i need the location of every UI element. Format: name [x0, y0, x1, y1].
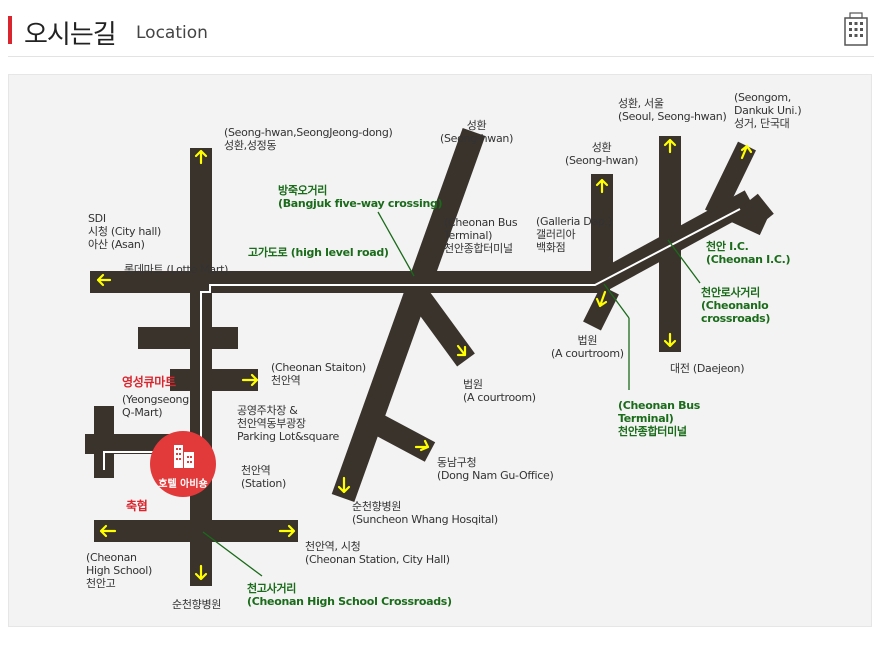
label-yeongseong-en: (Yeongseong Q-Mart): [122, 393, 189, 419]
label-cheonan-station-top: (Cheonan Staiton) 천안역: [271, 361, 366, 387]
label-dongnam: 동남구청 (Dong Nam Gu-Office): [437, 456, 554, 482]
label-seonghwan-seoul: 성환, 서울 (Seoul, Seong-hwan): [618, 97, 727, 123]
page-title: 오시는길: [24, 20, 117, 50]
hotel-name: 호텔 아비숑: [158, 479, 208, 490]
label-high-level-road: 고가도로 (high level road): [248, 246, 389, 259]
label-seongom: (Seongom, Dankuk Uni.) 성거, 단국대: [734, 91, 802, 130]
label-terminal-lower: (Cheonan Bus Terminal) 천안종합터미널: [618, 399, 701, 438]
label-seonghwan-seongjeong: (Seong-hwan,SeongJeong-dong) 성환,성정동: [224, 126, 393, 152]
label-seonghwan-top: 성환 (Seong-hwan): [440, 119, 514, 145]
direction-arrows: [96, 138, 753, 581]
label-station: 천안역 (Station): [241, 464, 286, 490]
label-parking: 공영주차장 & 천안역동부광장 Parking Lot&square: [237, 404, 339, 443]
label-suncheon-center: 순천향병원 (Suncheon Whang Hosqital): [352, 500, 498, 526]
label-court-center: 법원 (A courtroom): [463, 378, 536, 404]
page-subtitle: Location: [136, 23, 208, 43]
hotel-marker[interactable]: 호텔 아비숑: [150, 431, 216, 497]
leader-lines: [202, 211, 701, 577]
label-suncheon-bottom: 순천향병원: [172, 598, 222, 611]
route-line: [103, 208, 741, 470]
label-station-cityhall: 천안역, 시청 (Cheonan Station, City Hall): [305, 540, 450, 566]
label-chukhyeop: 축협: [126, 499, 148, 513]
label-lotte-mart: 롯데마트 (Lotte Mart): [124, 263, 229, 276]
label-seonghwan-mid: 성환 (Seong-hwan): [565, 141, 639, 167]
label-cheonanro: 천안로사거리 (Cheonanlo crossroads): [701, 286, 771, 325]
label-cheongo: 천고사거리 (Cheonan High School Crossroads): [247, 582, 452, 608]
label-court-right: 법원 (A courtroom): [551, 334, 624, 360]
hotel-building-icon: [174, 445, 194, 468]
label-bangjuk: 방죽오거리 (Bangjuk five-way crossing): [278, 184, 443, 210]
label-daejeon: 대전 (Daejeon): [670, 362, 745, 375]
label-sdi-asan: SDI 시청 (City hall) 아산 (Asan): [88, 212, 162, 251]
title-accent-bar: [8, 16, 12, 44]
label-terminal-upper: (Cheonan Bus Terminal) 천안종합터미널: [444, 216, 518, 255]
label-yeongseong: 영성큐마트: [122, 375, 176, 389]
label-high-school: (Cheonan High School) 천안고: [86, 551, 152, 590]
page-header: 오시는길 Location: [8, 10, 874, 57]
label-cheonan-ic: 천안 I.C. (Cheonan I.C.): [706, 240, 791, 266]
label-galleria: (Galleria Dap.) 갤러리아 백화점: [536, 215, 612, 254]
building-icon: [844, 12, 868, 46]
roads: [85, 127, 774, 586]
